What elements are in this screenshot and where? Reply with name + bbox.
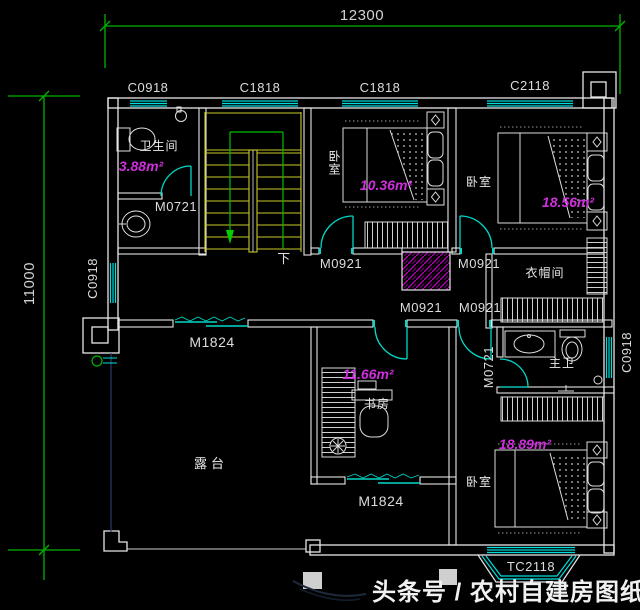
window-label-c2118: C2118 — [510, 78, 550, 93]
terrace-post — [103, 530, 128, 552]
vanity — [504, 330, 556, 358]
column-marker — [439, 569, 457, 585]
window-c1818-b — [342, 100, 418, 107]
bay-window-tc2118 — [477, 546, 581, 583]
window-c2118 — [487, 100, 573, 107]
window-label-c0918-left: C0918 — [85, 258, 100, 299]
toilet-icon — [116, 127, 131, 152]
wardrobe-bedroom-bottom — [500, 396, 605, 422]
window-label-c0918-right: C0918 — [619, 332, 634, 373]
window-label-tc2118: TC2118 — [506, 559, 556, 574]
stairs — [204, 112, 302, 253]
drain-circle — [91, 355, 103, 367]
wardrobe-bedroom-top — [364, 221, 449, 249]
room-label-master-bath: 主卫 — [548, 356, 576, 370]
monitor — [357, 380, 377, 390]
terrace-post — [305, 539, 321, 553]
door-label-m0921-d: M0921 — [458, 300, 502, 315]
room-label-terrace: 露台 — [193, 456, 229, 471]
stair-down-label: 下 — [277, 251, 291, 266]
room-label-bedroom-top: 卧室 — [327, 150, 341, 176]
shaft — [401, 251, 451, 291]
door-label-m1824-terrace: M1824 — [189, 334, 235, 350]
basin-icon — [121, 210, 151, 238]
window-label-c1818-b: C1818 — [359, 80, 401, 95]
master-bath-fixtures — [504, 329, 603, 392]
roof-column — [582, 71, 617, 109]
corner-column — [82, 317, 120, 354]
toilet-icon — [559, 329, 586, 338]
terrace-rails — [91, 353, 306, 550]
door-label-m0921-a: M0921 — [319, 256, 363, 271]
door-label-m0721-bath: M0721 — [154, 199, 198, 214]
chair — [359, 405, 389, 438]
wardrobe-closet — [500, 297, 605, 323]
area-label-bedroom-right: 18.56m² — [541, 194, 595, 210]
watermark-text: 头条号 / 农村自建房图纸 — [372, 579, 640, 606]
slider-study — [346, 473, 420, 484]
room-label-bathroom: 卫生间 — [139, 139, 179, 153]
area-label-study: 11.66m² — [342, 366, 394, 382]
door-master-bathroom — [499, 358, 529, 388]
bed-right — [497, 126, 608, 231]
watermark-graphics — [292, 569, 457, 601]
window-label-c1818-a: C1818 — [239, 80, 281, 95]
study-furniture — [321, 367, 393, 458]
window-c0918-top — [130, 100, 167, 107]
door-label-m0921-b: M0921 — [457, 256, 501, 271]
area-label-bedroom-bottom: 18.89m² — [498, 436, 552, 452]
window-c1818-a — [222, 100, 298, 107]
door-label-m0921-c: M0921 — [399, 300, 443, 315]
window-label-c0918-top: C0918 — [127, 80, 169, 95]
door-hall — [458, 326, 492, 360]
window-c0918-left — [109, 263, 117, 303]
door-label-m0721-master: M0721 — [481, 346, 496, 389]
desk — [351, 389, 393, 401]
dimension-lines — [8, 14, 626, 580]
room-label-bedroom-right: 卧室 — [465, 175, 493, 189]
area-label-bedroom-top: 10.36m² — [359, 177, 413, 193]
door-study — [374, 326, 408, 360]
slider-terrace — [174, 316, 248, 327]
wardrobe-right-strip — [586, 237, 608, 295]
drain-icon — [593, 375, 603, 385]
area-label-bathroom: 3.88m² — [118, 158, 164, 174]
door-label-m1824-study: M1824 — [358, 493, 404, 509]
windows-layer — [109, 100, 613, 583]
dimension-top-label: 12300 — [339, 7, 385, 24]
door-bedroom-right — [459, 215, 493, 249]
walls-layer — [82, 71, 617, 556]
window-c0918-right — [605, 337, 613, 378]
door-bathroom — [160, 165, 192, 197]
bed-top — [342, 111, 445, 208]
room-label-closet: 衣帽间 — [525, 266, 565, 280]
doors-layer — [160, 165, 529, 484]
stair-path — [229, 131, 284, 249]
bed-bottom — [494, 441, 608, 534]
bathroom-fixtures — [116, 106, 187, 238]
watermark-swoosh — [292, 580, 367, 597]
column-marker — [303, 572, 322, 589]
door-bedroom-top — [320, 215, 354, 249]
stair-down-arrow — [226, 230, 234, 244]
room-label-study: 书房 — [363, 397, 391, 411]
dimension-left-label: 11000 — [21, 262, 38, 306]
room-label-bedroom-bottom: 卧室 — [465, 475, 493, 489]
